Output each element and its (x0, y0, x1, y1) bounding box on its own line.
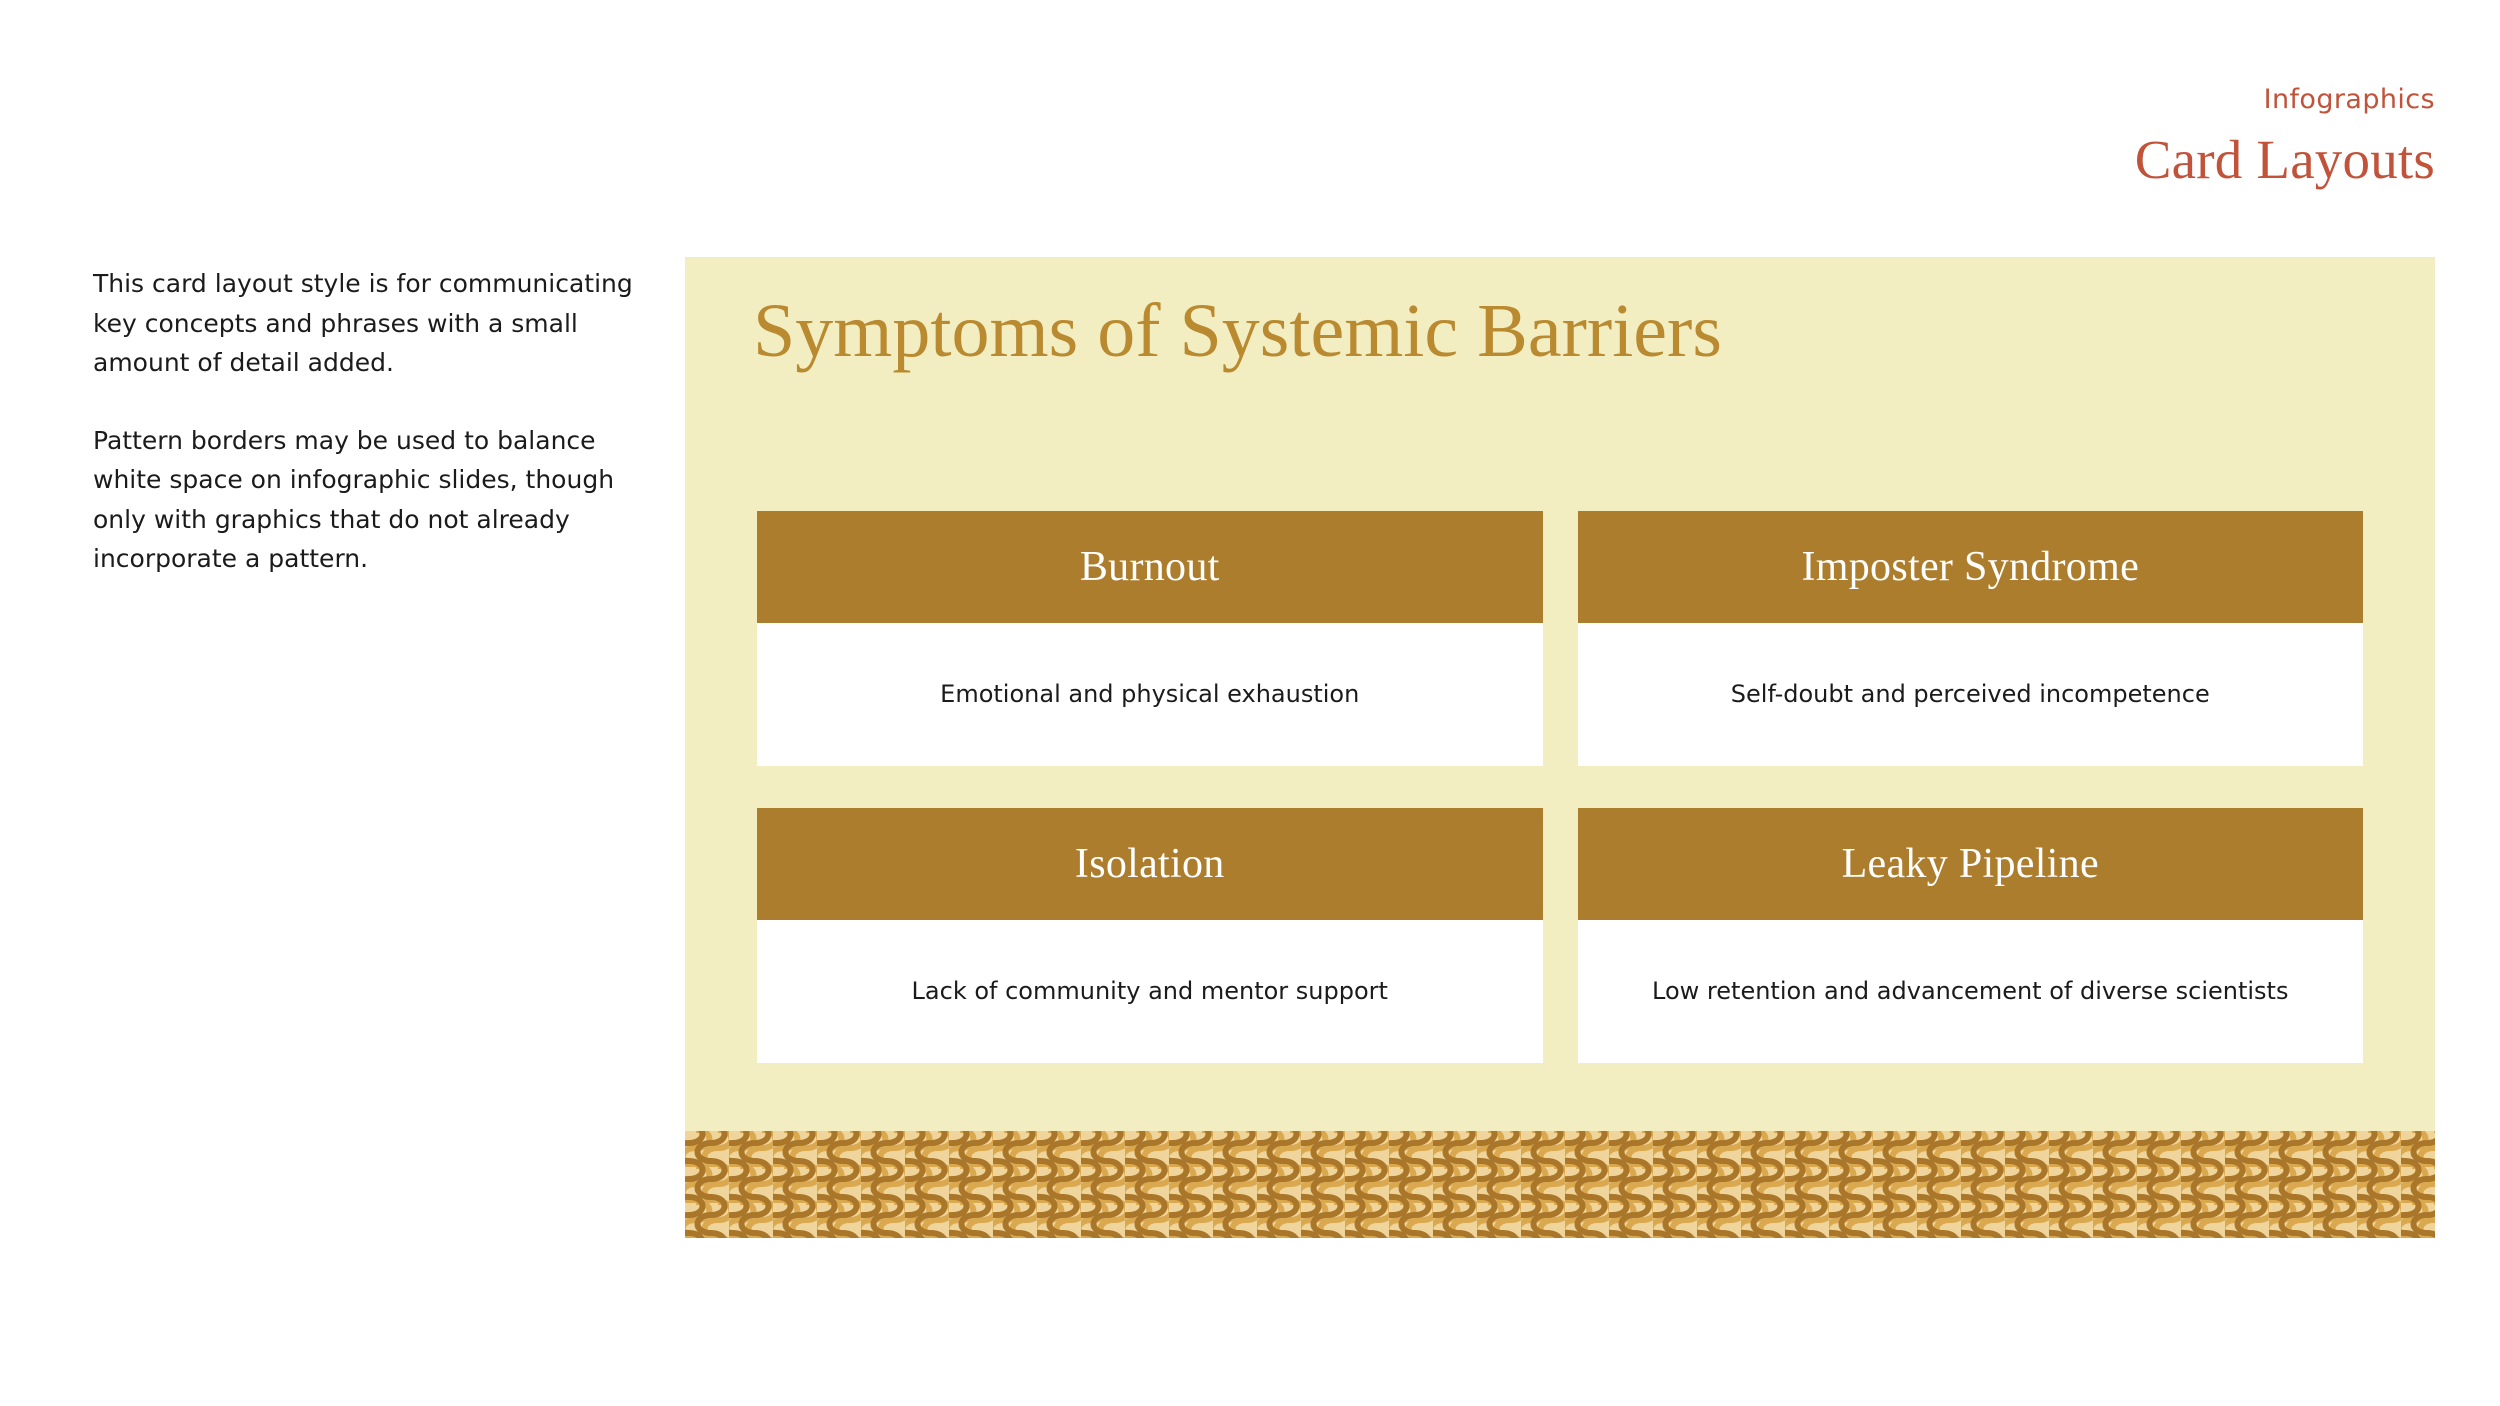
card-body: Low retention and advancement of diverse… (1577, 920, 2363, 1063)
card-imposter-syndrome[interactable]: Imposter Syndrome Self-doubt and perceiv… (1577, 511, 2363, 766)
card-description: Emotional and physical exhaustion (940, 680, 1360, 709)
card-body: Emotional and physical exhaustion (757, 623, 1543, 766)
pattern-border (685, 1131, 2435, 1238)
card-title: Leaky Pipeline (1577, 808, 2363, 920)
card-burnout[interactable]: Burnout Emotional and physical exhaustio… (757, 511, 1543, 766)
card-title: Isolation (757, 808, 1543, 920)
card-description: Self-doubt and perceived incompetence (1730, 680, 2210, 709)
note-paragraph: Pattern borders may be used to balance w… (93, 425, 615, 574)
card-grid: Burnout Emotional and physical exhaustio… (757, 511, 2363, 1063)
card-leaky-pipeline[interactable]: Leaky Pipeline Low retention and advance… (1577, 808, 2363, 1063)
card-body: Self-doubt and perceived incompetence (1577, 623, 2363, 766)
coil-pattern-icon (685, 1131, 2435, 1238)
card-body: Lack of community and mentor support (757, 920, 1543, 1063)
card-description: Lack of community and mentor support (911, 977, 1388, 1006)
card-description: Low retention and advancement of diverse… (1652, 977, 2289, 1006)
page-title: Card Layouts (2134, 129, 2435, 190)
infographic-panel: Symptoms of Systemic Barriers Burnout Em… (685, 257, 2435, 1132)
note-paragraph: This card layout style is for communicat… (93, 269, 633, 377)
slide-header: Infographics Card Layouts (2135, 86, 2435, 187)
card-title: Burnout (757, 511, 1543, 623)
infographic-heading: Symptoms of Systemic Barriers (753, 289, 1722, 373)
notes-column: This card layout style is for communicat… (93, 264, 653, 579)
card-isolation[interactable]: Isolation Lack of community and mentor s… (757, 808, 1543, 1063)
header-eyebrow: Infographics (2263, 84, 2435, 115)
card-title: Imposter Syndrome (1577, 511, 2363, 623)
